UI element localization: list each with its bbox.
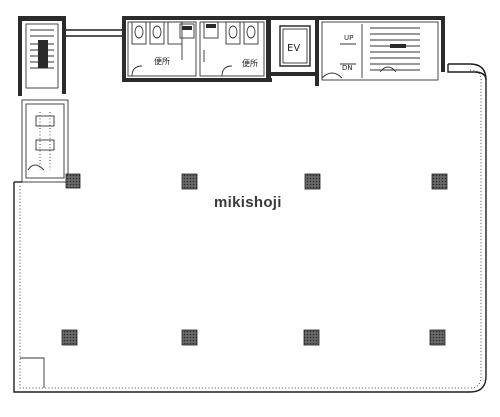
stair-up-label: UP — [344, 34, 353, 42]
column — [181, 173, 198, 190]
toilet-right-room — [199, 21, 265, 77]
main-floor-outline — [13, 63, 487, 393]
stair-down-label: DN — [342, 64, 353, 72]
column — [65, 173, 81, 189]
right-stair — [321, 21, 439, 81]
service-core-walls — [18, 16, 445, 96]
corner-column-top-right — [447, 64, 487, 81]
column — [61, 329, 78, 346]
column — [429, 329, 446, 346]
toilet-right-label: 便所 — [242, 58, 258, 68]
left-stair — [25, 23, 59, 89]
watermark-text: mikishoji — [214, 194, 282, 211]
column — [304, 173, 321, 190]
toilet-left-room — [127, 21, 197, 77]
corner-notch — [20, 357, 45, 388]
column — [181, 329, 198, 346]
toilet-left-label: 便所 — [154, 56, 170, 66]
left-corridor — [66, 29, 122, 37]
elevator-label: EV — [287, 43, 300, 54]
structural-columns — [61, 173, 448, 346]
column — [431, 173, 448, 190]
left-shaft — [21, 99, 69, 183]
column — [303, 329, 320, 346]
elevator-shaft — [279, 25, 311, 67]
